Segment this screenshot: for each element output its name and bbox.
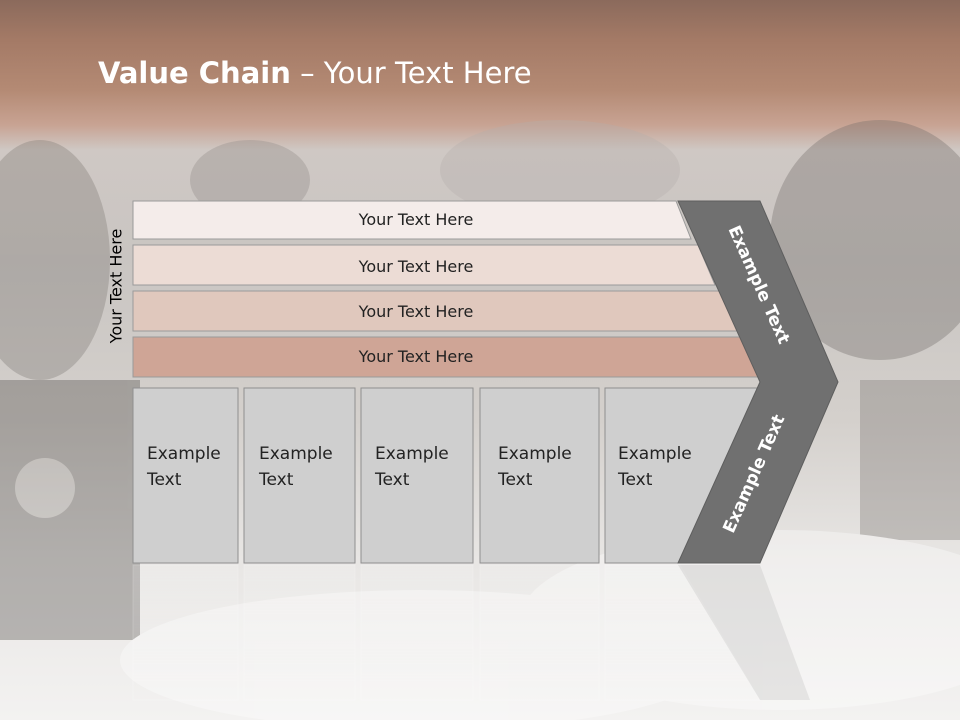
column-1 — [132, 387, 239, 564]
column-4 — [479, 387, 600, 564]
column-1-line2: Text — [146, 470, 182, 490]
band-1-label: Your Text Here — [358, 210, 474, 229]
column-4-line1: Example — [498, 444, 572, 464]
column-5-line1: Example — [618, 444, 692, 464]
band-1 — [132, 200, 692, 240]
band-4-label: Your Text Here — [358, 347, 474, 366]
band-2-label: Your Text Here — [358, 257, 474, 276]
column-2-line2: Text — [258, 470, 294, 490]
band-3-label: Your Text Here — [358, 302, 474, 321]
column-5-line2: Text — [617, 470, 653, 490]
columns-group: Example Text Example Text Example Text E… — [132, 387, 761, 564]
column-3-line2: Text — [374, 470, 410, 490]
chevron-arrow — [677, 200, 839, 564]
band-2 — [132, 244, 716, 286]
column-3 — [360, 387, 474, 564]
column-4-line2: Text — [497, 470, 533, 490]
bands-group: Your Text Here Your Text Here Your Text … — [132, 200, 763, 378]
column-3-line1: Example — [375, 444, 449, 464]
column-1-line1: Example — [147, 444, 221, 464]
title-bold: Value Chain — [98, 56, 291, 90]
column-2-line1: Example — [259, 444, 333, 464]
slide-title: Value Chain – Your Text Here — [98, 56, 532, 90]
reflection — [132, 564, 810, 701]
column-2 — [243, 387, 356, 564]
title-rest: – Your Text Here — [290, 56, 532, 90]
